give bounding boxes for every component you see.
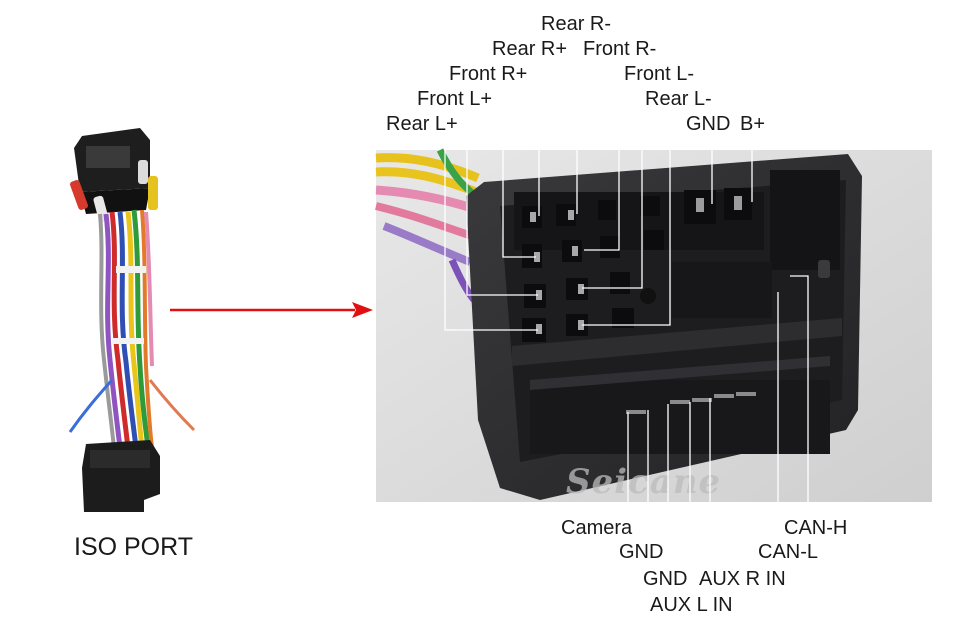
leader-rear-l-minus — [582, 108, 671, 326]
bottom-pin-labels: Camera GND GND AUX L IN AUX R IN CAN-H C… — [561, 517, 847, 616]
label-gnd-top: GND — [686, 113, 730, 135]
label-front-l-minus: Front L- — [624, 63, 694, 85]
leader-front-l-plus — [466, 108, 538, 296]
top-pin-labels: Rear R- Rear R+ Front R- Front R+ Front … — [386, 13, 765, 135]
label-can-h: CAN-H — [784, 517, 847, 539]
label-rear-l-minus: Rear L- — [645, 88, 712, 110]
leader-lines — [444, 36, 809, 586]
label-rear-r-minus: Rear R- — [541, 13, 611, 35]
label-aux-r-in: AUX R IN — [699, 568, 786, 590]
harness-photo — [68, 128, 196, 512]
label-rear-l-plus: Rear L+ — [386, 113, 458, 135]
leader-front-r-plus — [502, 84, 536, 258]
label-aux-l-in: AUX L IN — [650, 594, 733, 616]
iso-port-caption: ISO PORT — [74, 533, 193, 561]
label-can-l: CAN-L — [758, 541, 818, 563]
label-front-r-minus: Front R- — [583, 38, 656, 60]
connector-photo — [375, 148, 932, 502]
label-b-plus: B+ — [740, 113, 765, 135]
watermark: Seicane — [566, 462, 721, 502]
label-front-l-plus: Front L+ — [417, 88, 492, 110]
label-front-r-plus: Front R+ — [449, 63, 527, 85]
label-gnd-1: GND — [619, 541, 663, 563]
label-rear-r-plus: Rear R+ — [492, 38, 567, 60]
label-gnd-2: GND — [643, 568, 687, 590]
label-camera: Camera — [561, 517, 633, 539]
leader-front-l-minus — [582, 84, 643, 289]
leader-rear-l-plus — [444, 134, 538, 331]
leader-can-h — [790, 275, 809, 512]
leader-front-r-minus — [584, 60, 620, 251]
pointer-arrow — [170, 302, 373, 318]
